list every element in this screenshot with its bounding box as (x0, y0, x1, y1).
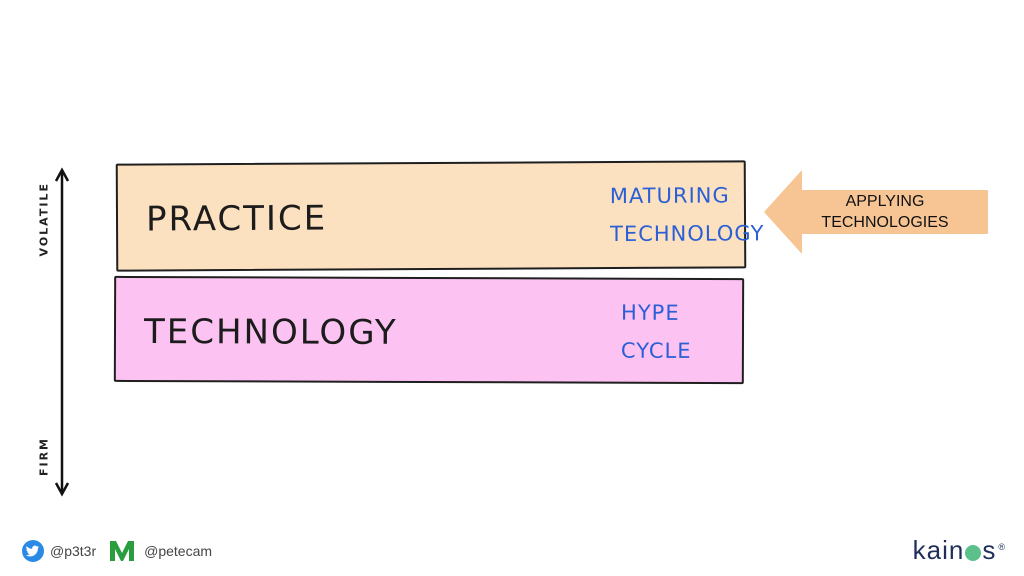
volatility-axis (54, 167, 70, 497)
practice-note-line1: MATURING (609, 183, 730, 209)
technology-note-line2: CYCLE (620, 338, 692, 363)
social-footer: @p3t3r @petecam (22, 538, 212, 564)
arrow-shape (764, 170, 988, 254)
applying-technologies-arrow (764, 170, 988, 254)
logo-text-end: s (982, 535, 997, 565)
practice-title: PRACTICE (145, 198, 328, 240)
axis-arrowhead-up (54, 167, 70, 182)
axis-label-volatile: VOLATILE (37, 182, 51, 257)
medium-handle[interactable]: @petecam (144, 543, 213, 559)
axis-arrowhead-down (54, 482, 70, 497)
arrow-label-line1: APPLYING (845, 193, 925, 210)
practice-note: MATURING TECHNOLOGY (610, 176, 765, 253)
technology-note-line1: HYPE (621, 300, 680, 325)
practice-layer-box: PRACTICE MATURING TECHNOLOGY (115, 160, 764, 272)
twitter-handle[interactable]: @p3t3r (50, 543, 97, 559)
logo-o-mark-icon (965, 544, 982, 561)
axis-label-firm: FIRM (37, 436, 51, 477)
technology-note: HYPE CYCLE (621, 294, 692, 370)
twitter-bird-icon (22, 540, 44, 562)
practice-note-line2: TECHNOLOGY (610, 221, 765, 247)
logo-text-start: kain (912, 535, 965, 565)
medium-m-icon (110, 541, 135, 561)
registered-mark: ® (998, 541, 1006, 552)
technology-title: TECHNOLOGY (143, 312, 398, 353)
applying-technologies-label: APPLYING TECHNOLOGIES (800, 191, 970, 233)
arrow-label-line2: TECHNOLOGIES (821, 214, 949, 231)
kainos-logo: kain s ® (913, 535, 1006, 566)
technology-layer-box: TECHNOLOGY HYPE CYCLE (113, 275, 745, 385)
